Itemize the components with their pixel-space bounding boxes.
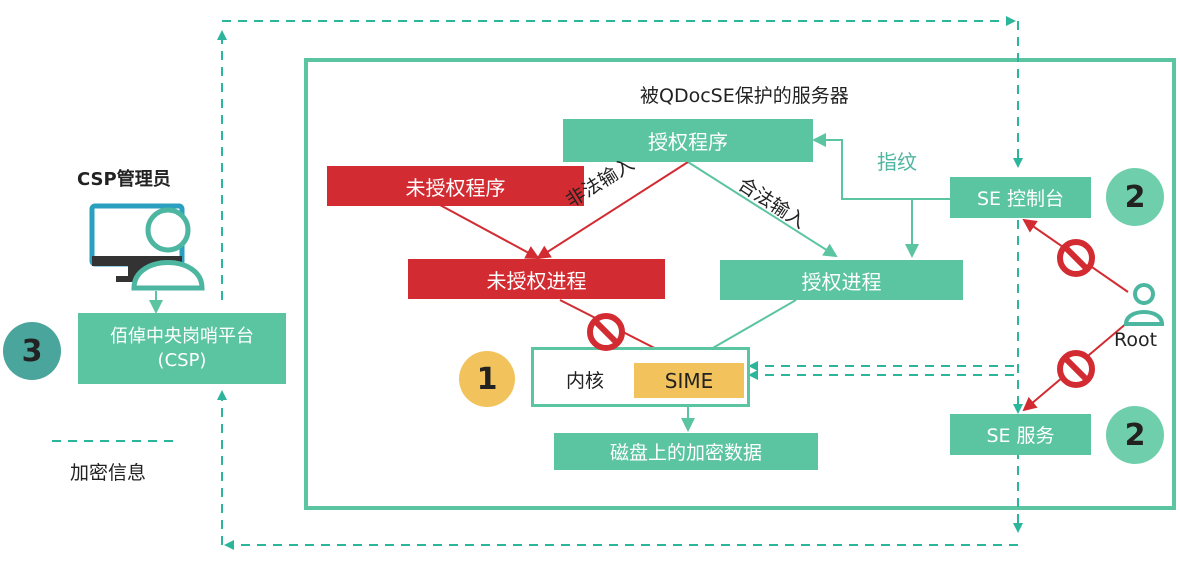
legend-label: 加密信息: [70, 462, 147, 484]
unauth-process-box: 未授权进程: [408, 259, 665, 299]
se-service-box: SE 服务: [950, 414, 1091, 455]
unauth-program-box: 未授权程序: [327, 166, 584, 206]
badge-2-service: 2: [1106, 406, 1164, 464]
forbidden-icon-console: [1057, 239, 1095, 277]
root-user-icon: [1123, 283, 1165, 326]
badge-3: 3: [3, 322, 61, 380]
csp-platform-line2: (CSP): [157, 349, 207, 371]
badge-2-console: 2: [1106, 168, 1164, 226]
disk-data-box: 磁盘上的加密数据: [554, 433, 818, 470]
kernel-label: 内核: [566, 370, 605, 392]
badge-1: 1: [459, 351, 515, 407]
csp-platform-line1: 佰倬中央岗哨平台: [110, 326, 254, 348]
fingerprint-label: 指纹: [877, 150, 917, 174]
csp-admin-label: CSP管理员: [77, 169, 171, 190]
server-title: 被QDocSE保护的服务器: [640, 85, 849, 107]
sime-box: SIME: [634, 363, 744, 398]
server-frame: [304, 58, 1176, 510]
auth-process-box: 授权进程: [720, 260, 963, 300]
auth-program-box: 授权程序: [563, 119, 813, 162]
forbidden-icon-service: [1057, 350, 1095, 388]
csp-platform-box: 佰倬中央岗哨平台 (CSP): [78, 313, 286, 384]
forbidden-icon-kernel: [587, 313, 625, 351]
encrypted-channel: [217, 16, 1023, 550]
se-console-box: SE 控制台: [950, 177, 1091, 218]
csp-admin-monitor-icon: [89, 203, 205, 291]
root-label: Root: [1114, 329, 1158, 351]
